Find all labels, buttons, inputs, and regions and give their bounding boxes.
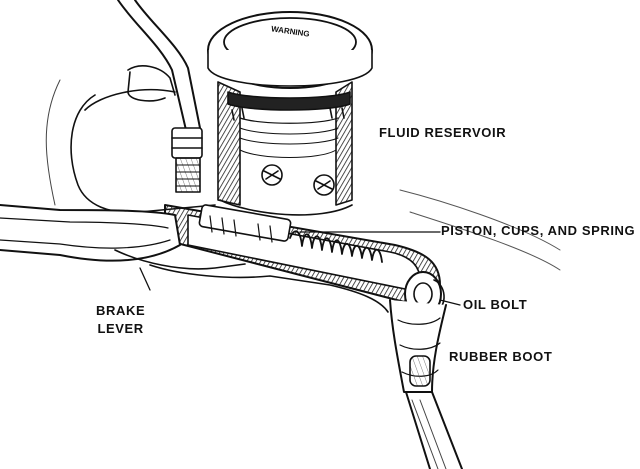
piston-spring: [289, 230, 383, 263]
brake-hose: [117, 0, 203, 193]
rubber-boot-label: RUBBER BOOT: [449, 349, 553, 364]
brake-lever: [0, 204, 246, 270]
rubber-boot: [389, 299, 447, 393]
cylinder-body: [129, 204, 445, 317]
brake-lever-label-line1: BRAKE: [96, 303, 146, 318]
brake-hose-lower: [405, 391, 463, 469]
leader-lines: [139, 231, 461, 306]
piston-label: PISTON, CUPS, AND SPRING: [441, 223, 636, 238]
oil-bolt-label: OIL BOLT: [463, 297, 528, 312]
fluid-reservoir: [207, 11, 373, 216]
brake-lever-label-line2: LEVER: [97, 321, 144, 336]
brake-lever-label: BRAKE LEVER: [96, 302, 145, 338]
fluid-reservoir-label: FLUID RESERVOIR: [379, 125, 507, 140]
